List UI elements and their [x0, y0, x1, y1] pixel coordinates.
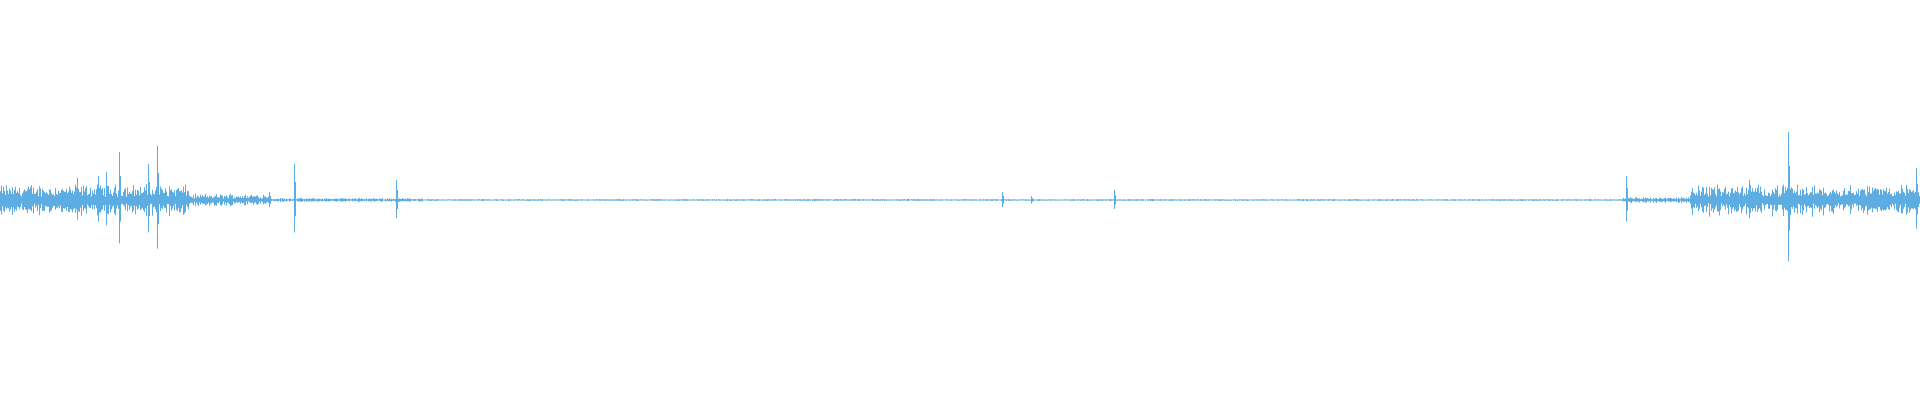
waveform-trace — [0, 132, 1920, 262]
